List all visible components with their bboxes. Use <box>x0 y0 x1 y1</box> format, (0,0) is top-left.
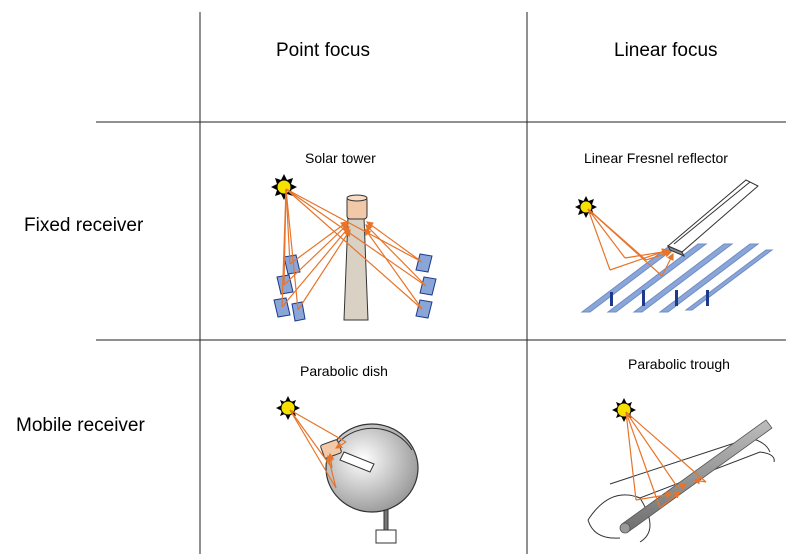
trough-receiver-pipe <box>619 419 773 534</box>
column-header-linear-focus: Linear focus <box>614 40 718 61</box>
cell-title-parabolic-trough: Parabolic trough <box>628 356 730 372</box>
linear-fresnel-illustration <box>575 179 774 313</box>
cell-title-parabolic-dish: Parabolic dish <box>300 363 388 379</box>
sun-icon <box>271 174 297 200</box>
cell-title-solar-tower: Solar tower <box>305 150 376 166</box>
column-header-point-focus: Point focus <box>276 40 370 61</box>
row-header-mobile-receiver: Mobile receiver <box>16 415 145 436</box>
sun-icon <box>612 398 636 422</box>
heliostats-left <box>273 254 306 322</box>
tower <box>343 194 369 321</box>
parabolic-dish-illustration <box>276 396 419 544</box>
parabolic-trough-illustration <box>587 398 775 543</box>
cell-title-linear-fresnel: Linear Fresnel reflector <box>584 150 728 166</box>
solar-tower-illustration <box>271 174 437 322</box>
fresnel-receiver <box>666 179 759 257</box>
dish-stand <box>375 497 397 544</box>
heliostats-right <box>415 253 437 319</box>
row-header-fixed-receiver: Fixed receiver <box>24 215 144 236</box>
fresnel-mirror-rows <box>580 243 774 313</box>
sun-icon <box>276 396 300 420</box>
